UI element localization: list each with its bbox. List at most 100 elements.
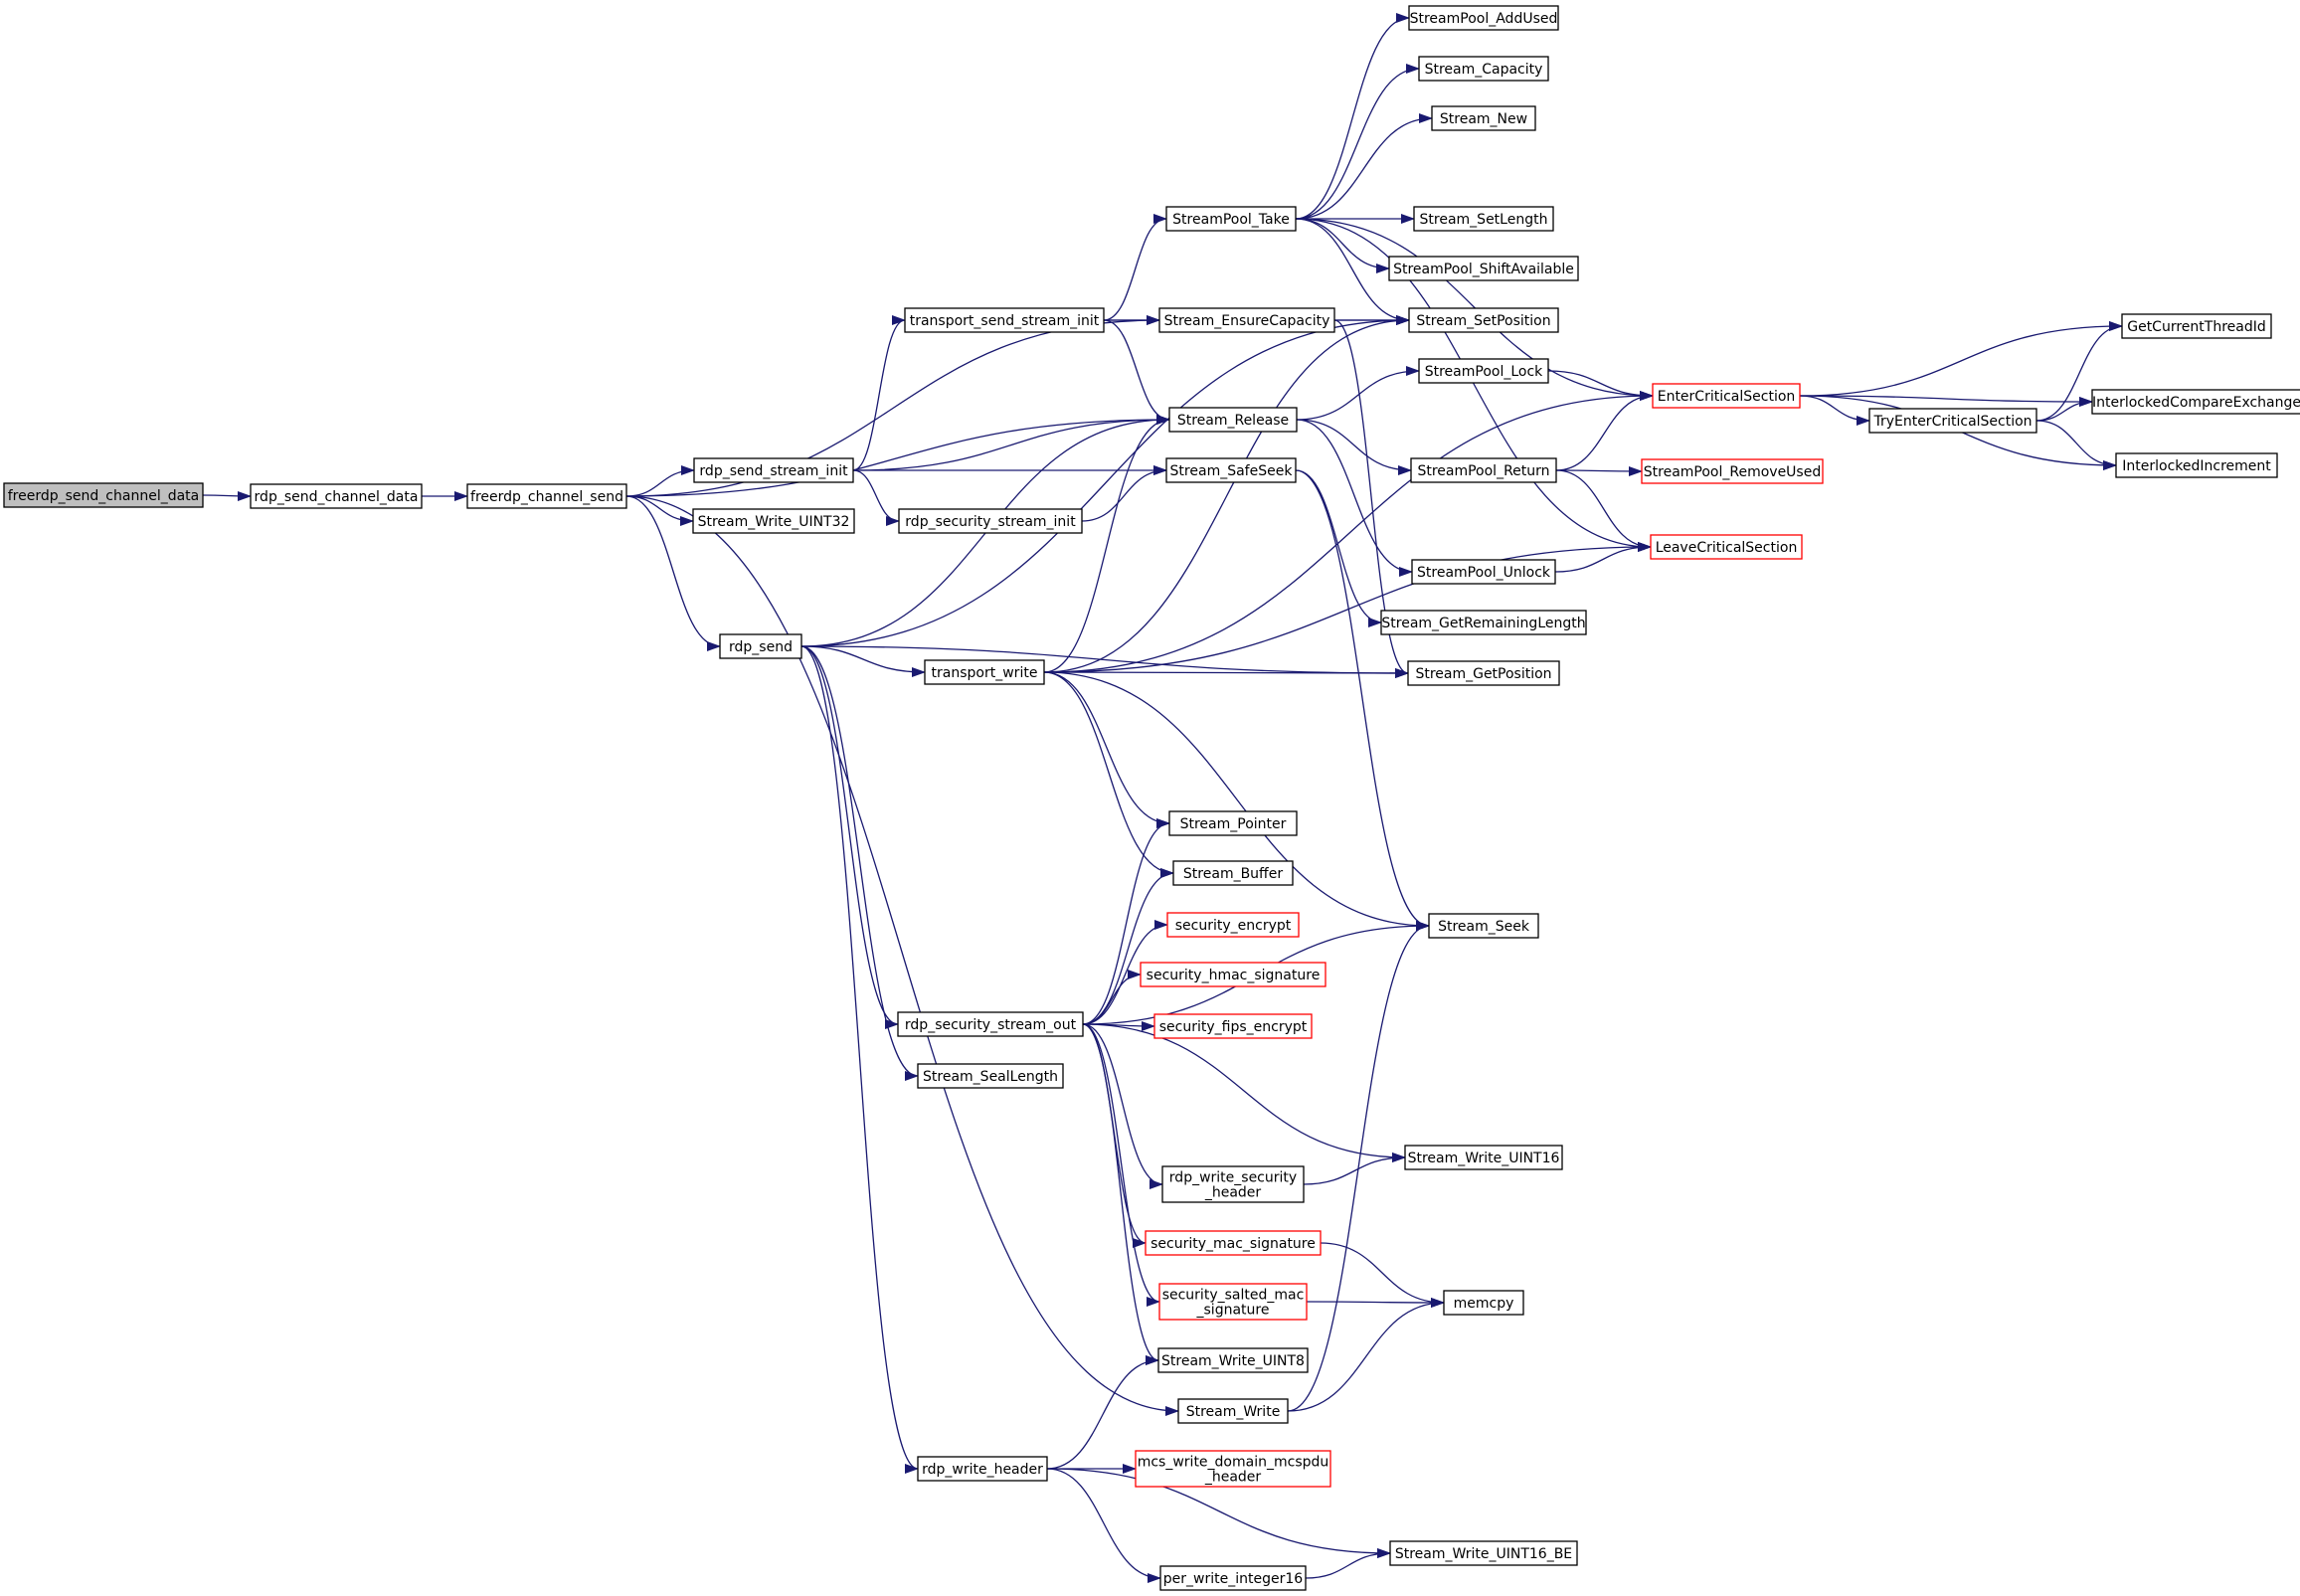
node-streampool-unlock[interactable]: StreamPool_Unlock [1411, 559, 1556, 585]
node-box[interactable] [1159, 1565, 1307, 1591]
node-box[interactable] [1135, 1450, 1331, 1488]
node-box[interactable] [1165, 457, 1297, 483]
node-stream-write-uint16-be[interactable]: Stream_Write_UINT16_BE [1389, 1540, 1578, 1566]
node-stream-ensurecapacity[interactable]: Stream_EnsureCapacity [1158, 307, 1335, 333]
node-streampool-shiftavailable[interactable]: StreamPool_ShiftAvailable [1388, 256, 1579, 281]
node-stream-getremaininglength[interactable]: Stream_GetRemainingLength [1380, 610, 1587, 635]
node-stream-write[interactable]: Stream_Write [1177, 1398, 1289, 1424]
node-stream-capacity[interactable]: Stream_Capacity [1418, 56, 1549, 82]
node-box[interactable] [917, 1456, 1048, 1482]
node-box[interactable] [1172, 860, 1294, 886]
node-mcs-write-domain-mcspdu-header[interactable]: mcs_write_domain_mcspdu_header [1135, 1450, 1331, 1488]
node-stream-new[interactable]: Stream_New [1431, 105, 1536, 131]
node-box[interactable] [1428, 913, 1539, 939]
node-box[interactable] [1168, 810, 1298, 836]
node-box[interactable] [1641, 458, 1824, 484]
node-stream-buffer[interactable]: Stream_Buffer [1172, 860, 1294, 886]
node-stream-write-uint8[interactable]: Stream_Write_UINT8 [1157, 1347, 1309, 1373]
node-box[interactable] [1650, 534, 1803, 560]
node-stream-safeseek[interactable]: Stream_SafeSeek [1165, 457, 1297, 483]
node-streampool-addused[interactable]: StreamPool_AddUsed [1408, 5, 1559, 31]
node-entercriticalsection[interactable]: EnterCriticalSection [1652, 383, 1801, 409]
node-stream-release[interactable]: Stream_Release [1168, 407, 1298, 433]
node-rdp-send-stream-init[interactable]: rdp_send_stream_init [693, 457, 854, 483]
node-stream-seallength[interactable]: Stream_SealLength [917, 1063, 1064, 1089]
node-stream-seek[interactable]: Stream_Seek [1428, 913, 1539, 939]
node-box[interactable] [1177, 1398, 1289, 1424]
node-memcpy[interactable]: memcpy [1443, 1290, 1524, 1316]
node-tryentercriticalsection[interactable]: TryEnterCriticalSection [1868, 408, 2037, 434]
node-security-mac-signature[interactable]: security_mac_signature [1145, 1230, 1322, 1256]
node-box[interactable] [466, 483, 627, 509]
node-box[interactable] [1166, 912, 1300, 938]
node-box[interactable] [1153, 1013, 1313, 1039]
node-freerdp-send-channel-data[interactable]: freerdp_send_channel_data [3, 482, 204, 508]
node-stream-write-uint16[interactable]: Stream_Write_UINT16 [1404, 1145, 1563, 1170]
node-box[interactable] [2091, 389, 2300, 415]
node-transport-send-stream-init[interactable]: transport_send_stream_init [904, 307, 1105, 333]
node-box[interactable] [1868, 408, 2037, 434]
node-box[interactable] [904, 307, 1105, 333]
node-interlockedincrement[interactable]: InterlockedIncrement [2115, 452, 2278, 478]
node-box[interactable] [1431, 105, 1536, 131]
node-box[interactable] [1410, 457, 1557, 483]
node-security-fips-encrypt[interactable]: security_fips_encrypt [1153, 1013, 1313, 1039]
node-box[interactable] [693, 457, 854, 483]
node-box[interactable] [1411, 559, 1556, 585]
node-security-salted-mac-signature[interactable]: security_salted_mac_signature [1158, 1283, 1308, 1321]
node-rdp-security-stream-init[interactable]: rdp_security_stream_init [898, 508, 1083, 534]
node-box[interactable] [897, 1011, 1084, 1037]
node-stream-write-uint32[interactable]: Stream_Write_UINT32 [692, 508, 855, 534]
node-box[interactable] [1652, 383, 1801, 409]
node-box[interactable] [1145, 1230, 1322, 1256]
node-streampool-take[interactable]: StreamPool_Take [1165, 206, 1297, 232]
node-stream-getposition[interactable]: Stream_GetPosition [1407, 660, 1560, 686]
node-box[interactable] [1165, 206, 1297, 232]
node-box[interactable] [917, 1063, 1064, 1089]
node-interlockedcompareexchange[interactable]: InterlockedCompareExchange [2091, 389, 2300, 415]
node-streampool-return[interactable]: StreamPool_Return [1410, 457, 1557, 483]
node-box[interactable] [692, 508, 855, 534]
node-security-encrypt[interactable]: security_encrypt [1166, 912, 1300, 938]
node-box[interactable] [719, 633, 802, 659]
node-rdp-send[interactable]: rdp_send [719, 633, 802, 659]
node-getcurrentthreadid[interactable]: GetCurrentThreadId [2121, 313, 2272, 339]
node-box[interactable] [1168, 407, 1298, 433]
node-box[interactable] [1443, 1290, 1524, 1316]
node-stream-setlength[interactable]: Stream_SetLength [1413, 206, 1554, 232]
node-stream-pointer[interactable]: Stream_Pointer [1168, 810, 1298, 836]
node-box[interactable] [1161, 1165, 1305, 1203]
node-per-write-integer16[interactable]: per_write_integer16 [1159, 1565, 1307, 1591]
node-box[interactable] [1158, 1283, 1308, 1321]
node-stream-setposition[interactable]: Stream_SetPosition [1408, 307, 1559, 333]
node-box[interactable] [1140, 962, 1327, 987]
node-rdp-send-channel-data[interactable]: rdp_send_channel_data [250, 483, 423, 509]
node-box[interactable] [1413, 206, 1554, 232]
node-box[interactable] [1408, 5, 1559, 31]
node-box[interactable] [1418, 358, 1549, 384]
node-box[interactable] [1158, 307, 1335, 333]
node-box[interactable] [924, 659, 1045, 685]
node-box[interactable] [1157, 1347, 1309, 1373]
node-freerdp-channel-send[interactable]: freerdp_channel_send [466, 483, 627, 509]
node-box[interactable] [1389, 1540, 1578, 1566]
node-leavecriticalsection[interactable]: LeaveCriticalSection [1650, 534, 1803, 560]
node-box[interactable] [1408, 307, 1559, 333]
node-box[interactable] [2115, 452, 2278, 478]
node-streampool-lock[interactable]: StreamPool_Lock [1418, 358, 1549, 384]
node-streampool-removeused[interactable]: StreamPool_RemoveUsed [1641, 458, 1824, 484]
node-box[interactable] [2121, 313, 2272, 339]
node-box[interactable] [1388, 256, 1579, 281]
node-box[interactable] [250, 483, 423, 509]
node-rdp-security-stream-out[interactable]: rdp_security_stream_out [897, 1011, 1084, 1037]
node-transport-write[interactable]: transport_write [924, 659, 1045, 685]
node-box[interactable] [1418, 56, 1549, 82]
node-box[interactable] [1407, 660, 1560, 686]
node-box[interactable] [3, 482, 204, 508]
node-rdp-write-header[interactable]: rdp_write_header [917, 1456, 1048, 1482]
node-box[interactable] [1380, 610, 1587, 635]
node-security-hmac-signature[interactable]: security_hmac_signature [1140, 962, 1327, 987]
node-box[interactable] [898, 508, 1083, 534]
node-rdp-write-security-header[interactable]: rdp_write_security_header [1161, 1165, 1305, 1203]
node-box[interactable] [1404, 1145, 1563, 1170]
